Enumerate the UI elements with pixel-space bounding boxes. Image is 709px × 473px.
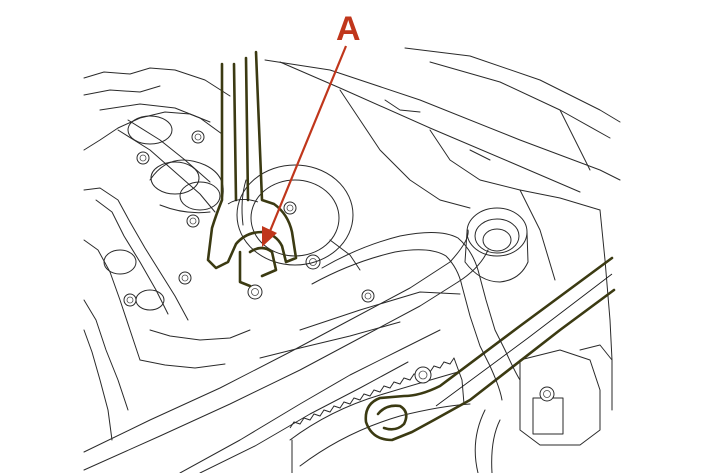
camshaft	[103, 115, 224, 311]
head-bolts	[123, 130, 375, 307]
ring-spanner	[364, 256, 616, 442]
tensioner-bracket	[474, 344, 613, 473]
timing-belt	[83, 229, 489, 473]
callout-a: A	[262, 10, 361, 247]
callout-arrow-line	[266, 45, 348, 237]
cylinder-head	[83, 67, 251, 441]
callout-label-a: A	[336, 10, 361, 48]
holding-wrench	[206, 50, 298, 288]
belt-cover-plate	[259, 291, 461, 359]
crankshaft-sprocket	[289, 357, 471, 473]
coolant-pipe	[311, 232, 521, 401]
callout-arrowhead	[262, 226, 277, 247]
camshaft-pulley	[236, 164, 361, 271]
engine-block	[264, 47, 621, 361]
oil-filler-cap	[464, 207, 529, 283]
